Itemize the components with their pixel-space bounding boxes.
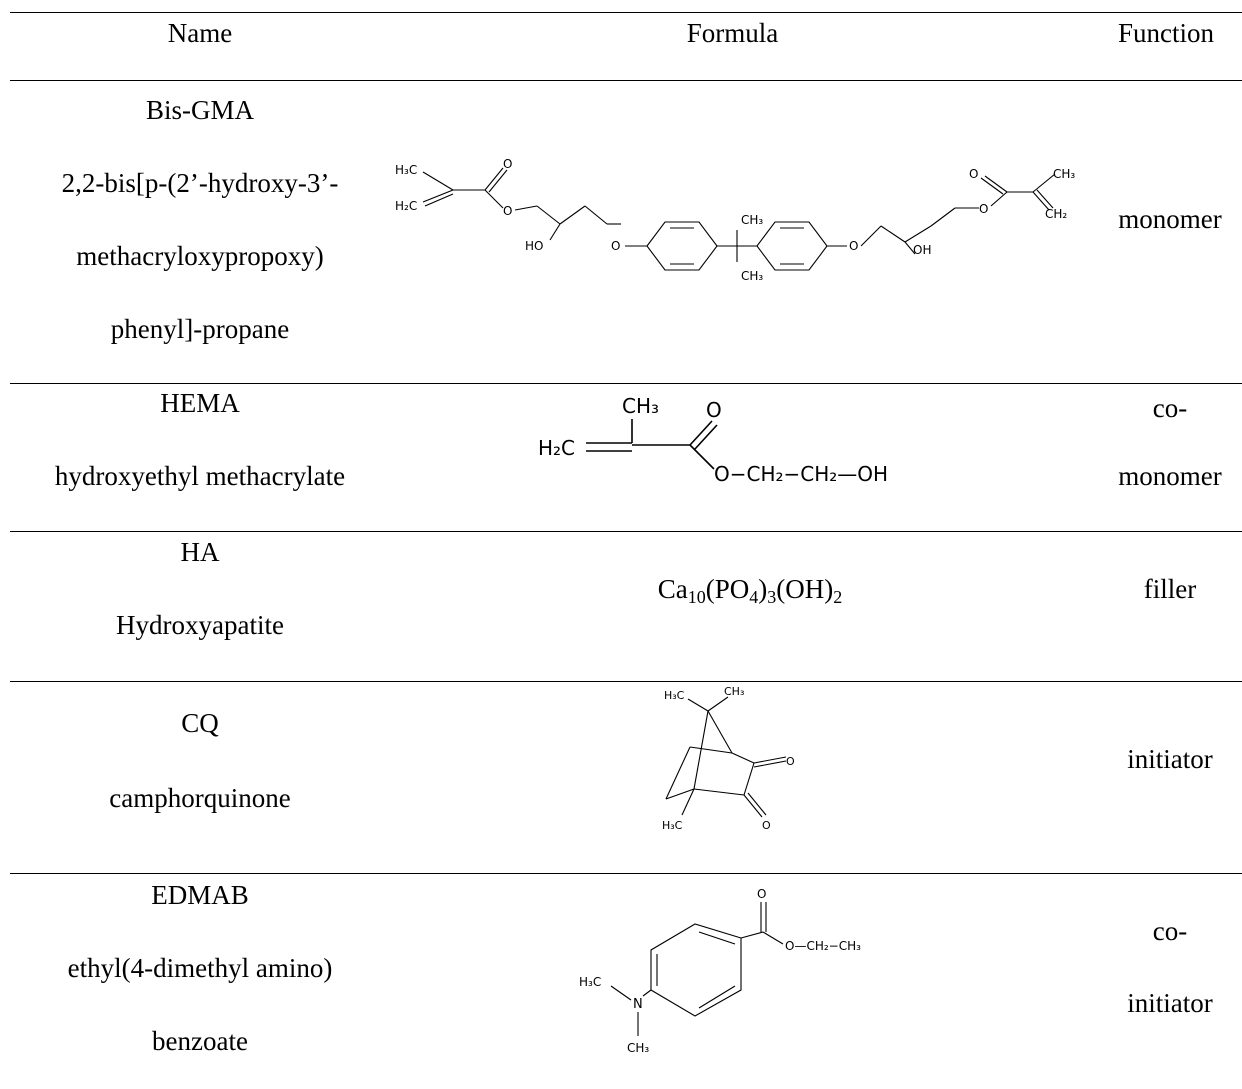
compound-abbrev: HA xyxy=(180,537,220,567)
structure-label: H₂C xyxy=(538,436,575,460)
structure-label: HO xyxy=(525,239,543,253)
structure-label: O xyxy=(762,819,771,832)
structure-label: OH xyxy=(913,243,931,257)
compound-function: monomer xyxy=(1118,204,1222,234)
structure-label: CH₃ xyxy=(1053,167,1075,181)
compound-function: co- xyxy=(1152,393,1188,423)
compound-name-line: benzoate xyxy=(152,1026,248,1056)
structure-label: CH₃ xyxy=(741,269,763,283)
structure-label: CH₃ xyxy=(627,1041,649,1055)
compound-abbrev: EDMAB xyxy=(151,880,249,910)
row-rule xyxy=(10,873,1242,874)
compound-name-line: hydroxyethyl methacrylate xyxy=(54,461,346,491)
camphorquinone-structure: H₃C CH₃ O O H₃C xyxy=(662,685,795,832)
structure-label: O xyxy=(503,204,512,218)
structure-label: O xyxy=(849,239,858,253)
structure-label: O xyxy=(611,239,620,253)
compound-abbrev: CQ xyxy=(181,708,219,738)
formula-subscript: 2 xyxy=(833,587,843,607)
compound-name-line: ethyl(4-dimethyl amino) xyxy=(67,953,333,983)
structure-label: H₃C xyxy=(664,689,685,702)
structure-label: N xyxy=(633,997,643,1012)
bisgma-structure: H₃C H₂C O O HO O CH₃ CH₃ xyxy=(395,157,1075,283)
compound-name-line: methacryloxypropoxy) xyxy=(76,241,324,271)
compound-function: filler xyxy=(1143,574,1197,604)
structure-label: O xyxy=(979,202,988,216)
structure-label: O xyxy=(757,887,766,901)
formula-subscript: 4 xyxy=(749,587,759,607)
structure-label: H₂C xyxy=(395,199,417,213)
structure-label: H₃C xyxy=(579,975,601,989)
edmab-structure: O O—CH₂−CH₃ N H₃C CH₃ xyxy=(579,887,861,1055)
structure-label: CH₃ xyxy=(724,685,744,698)
table-top-rule xyxy=(10,12,1242,13)
structure-label: CH₂ xyxy=(1045,207,1067,221)
header-rule xyxy=(10,80,1242,81)
structure-label: H₃C xyxy=(395,163,417,177)
structure-label: O xyxy=(969,167,978,181)
compound-function: initiator xyxy=(1127,744,1213,774)
compound-abbrev: HEMA xyxy=(160,388,240,418)
compound-function: co- xyxy=(1152,916,1188,946)
formula-subscript: 3 xyxy=(767,587,777,607)
compound-name-line: phenyl]-propane xyxy=(110,314,290,344)
header-function: Function xyxy=(1117,18,1214,48)
row-rule xyxy=(10,531,1242,532)
compound-function: monomer xyxy=(1118,461,1222,491)
hydroxyapatite-formula: Ca10(PO4)3(OH)2 xyxy=(560,574,940,607)
structure-label: O−CH₂−CH₂—OH xyxy=(714,462,888,486)
header-name: Name xyxy=(167,18,233,48)
formula-part: (OH) xyxy=(776,574,834,604)
formula-part: ) xyxy=(758,574,768,604)
hema-structure: CH₃ O H₂C O−CH₂−CH₂—OH xyxy=(538,394,888,486)
structure-label: O xyxy=(786,755,795,768)
structure-label: H₃C xyxy=(662,819,683,832)
structure-label: O xyxy=(503,157,512,171)
row-rule xyxy=(10,681,1242,682)
row-rule xyxy=(10,383,1242,384)
compound-abbrev: Bis-GMA xyxy=(145,95,254,125)
formula-subscript: 10 xyxy=(687,587,706,607)
compound-function: initiator xyxy=(1127,988,1213,1018)
structure-label: CH₃ xyxy=(622,394,659,418)
formula-part: Ca xyxy=(657,574,688,604)
compound-name-line: camphorquinone xyxy=(109,783,291,813)
compound-name-line: Hydroxyapatite xyxy=(116,610,284,640)
header-formula: Formula xyxy=(686,18,779,48)
structure-label: CH₃ xyxy=(741,213,763,227)
compound-name-line: 2,2-bis[p-(2’-hydroxy-3’- xyxy=(61,168,339,198)
structure-label: O xyxy=(706,398,722,422)
formula-part: (PO xyxy=(705,574,750,604)
structure-label: O—CH₂−CH₃ xyxy=(785,939,861,953)
